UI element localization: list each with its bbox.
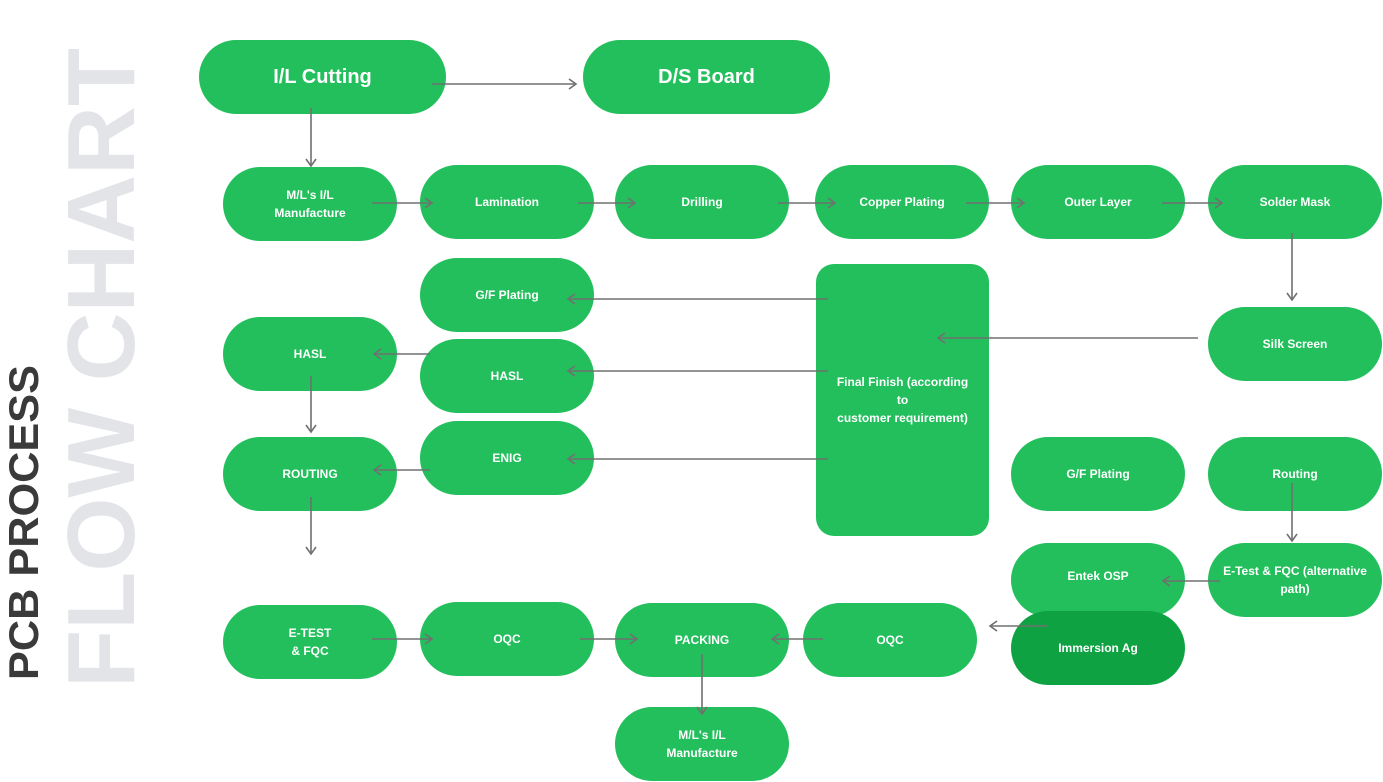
node-packing: PACKING (615, 603, 789, 677)
node-oqc-left: OQC (420, 602, 594, 676)
node-silk-screen: Silk Screen (1208, 307, 1382, 381)
node-final-finish: Final Finish (according to customer requ… (816, 264, 989, 536)
node-ml-il-manufacture-bottom: M/L's I/L Manufacture (615, 707, 789, 781)
node-gf-plating-right: G/F Plating (1011, 437, 1185, 511)
node-immersion-ag: Immersion Ag (1011, 611, 1185, 685)
node-etest-fqc: E-TEST & FQC (223, 605, 397, 679)
title-line-1: PCB PROCESS (0, 365, 47, 680)
node-hasl-mid: HASL (420, 339, 594, 413)
node-lamination: Lamination (420, 165, 594, 239)
node-enig: ENIG (420, 421, 594, 495)
title-graphic: PCB PROCESS FLOW CHART (0, 48, 140, 688)
node-entek-osp: Entek OSP (1011, 543, 1185, 617)
node-solder-mask: Solder Mask (1208, 165, 1382, 239)
title-line-2: FLOW CHART (48, 48, 140, 688)
node-routing-left: ROUTING (223, 437, 397, 511)
node-hasl-left: HASL (223, 317, 397, 391)
node-oqc-right: OQC (803, 603, 977, 677)
chart-title: PCB PROCESS FLOW CHART (0, 0, 140, 782)
node-outer-layer: Outer Layer (1011, 165, 1185, 239)
node-il-cutting: I/L Cutting (199, 40, 446, 114)
node-gf-plating-left: G/F Plating (420, 258, 594, 332)
node-routing-right: Routing (1208, 437, 1382, 511)
node-drilling: Drilling (615, 165, 789, 239)
node-copper-plating: Copper Plating (815, 165, 989, 239)
node-ml-il-manufacture: M/L's I/L Manufacture (223, 167, 397, 241)
node-ds-board: D/S Board (583, 40, 830, 114)
node-etest-fqc-alt: E-Test & FQC (alternative path) (1208, 543, 1382, 617)
